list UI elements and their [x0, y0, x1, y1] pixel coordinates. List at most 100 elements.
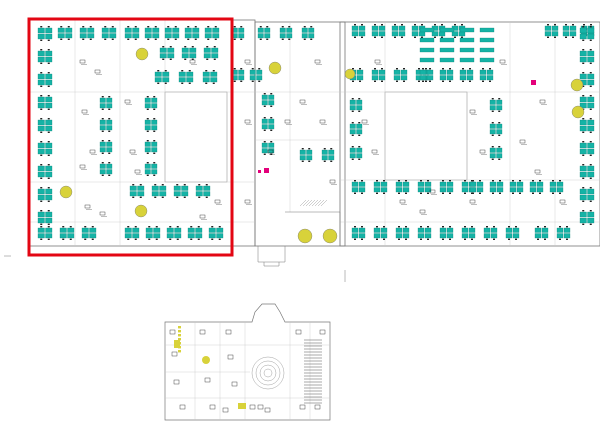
- chair: [263, 117, 266, 119]
- desk: [351, 181, 359, 187]
- chair: [47, 200, 50, 202]
- desk: [181, 191, 189, 197]
- chair: [582, 26, 585, 28]
- chair: [40, 49, 43, 51]
- desk: [106, 125, 113, 131]
- desk: [371, 75, 379, 81]
- chair: [491, 122, 494, 124]
- desk: [587, 79, 595, 86]
- desk: [563, 233, 571, 239]
- desk: [106, 119, 113, 125]
- desk: [556, 233, 564, 239]
- desk-cluster: [81, 226, 97, 240]
- desk: [395, 187, 403, 193]
- chair: [323, 160, 326, 162]
- desk: [579, 125, 587, 132]
- desk: [154, 71, 162, 77]
- chair: [205, 196, 208, 198]
- desk-cluster: [166, 226, 182, 240]
- chair: [442, 80, 444, 82]
- selected-zone[interactable]: [27, 17, 234, 257]
- stair-tread: [311, 199, 319, 207]
- furniture-symbol: [129, 149, 136, 154]
- meeting-table: [268, 61, 282, 75]
- chair: [207, 26, 210, 28]
- desk: [446, 187, 454, 193]
- chair: [127, 226, 130, 228]
- desk: [166, 227, 174, 233]
- desk-cluster: [417, 226, 432, 240]
- chair: [565, 24, 567, 26]
- desk: [496, 129, 503, 135]
- desk: [186, 77, 194, 83]
- chair: [358, 134, 361, 136]
- chair: [108, 108, 111, 110]
- chair: [240, 38, 243, 40]
- desk: [37, 188, 45, 195]
- desk: [308, 33, 315, 39]
- desk: [81, 227, 89, 233]
- chair: [565, 36, 567, 38]
- chair: [178, 334, 181, 337]
- desk: [37, 27, 45, 34]
- furniture-symbol: [399, 199, 406, 204]
- desk-cluster: [145, 226, 161, 240]
- desk: [144, 125, 151, 131]
- chair: [330, 160, 333, 162]
- desk: [391, 31, 399, 37]
- chair: [148, 226, 151, 228]
- desk: [268, 142, 275, 148]
- chair: [288, 38, 291, 40]
- chair: [62, 238, 65, 240]
- desk: [358, 181, 366, 187]
- desk-cluster: [279, 26, 293, 40]
- meeting-table: [174, 340, 180, 348]
- furniture-symbol: [299, 99, 306, 104]
- furniture-symbol: [84, 204, 91, 209]
- furniture-symbol: [244, 119, 251, 124]
- furniture-symbol: [99, 211, 106, 216]
- desk: [37, 171, 45, 178]
- desk: [349, 99, 356, 105]
- desk: [395, 233, 403, 239]
- desk-cluster: [124, 226, 140, 240]
- chair: [515, 238, 517, 240]
- desk: [400, 69, 408, 75]
- desk-cluster: [37, 141, 53, 156]
- chair: [493, 238, 495, 240]
- furniture-symbol: [559, 199, 566, 204]
- chair: [429, 80, 431, 82]
- desk-cluster: [231, 26, 245, 40]
- desk-cluster: [461, 226, 476, 240]
- desk: [356, 147, 363, 153]
- desk: [544, 31, 552, 37]
- chair: [544, 238, 546, 240]
- furniture-symbol: [284, 119, 291, 124]
- lower-furniture-symbols: [169, 326, 326, 413]
- desk: [132, 227, 140, 233]
- chair: [482, 80, 484, 82]
- desk: [286, 27, 293, 33]
- chair: [398, 180, 400, 182]
- chair: [464, 238, 466, 240]
- desk: [489, 105, 496, 111]
- chair: [67, 26, 70, 28]
- desk: [544, 25, 552, 31]
- furniture-symbol: [534, 169, 541, 174]
- chair: [134, 38, 137, 40]
- desk-cluster: [529, 180, 544, 194]
- chair: [405, 238, 407, 240]
- desk: [106, 141, 113, 147]
- chair: [582, 187, 585, 189]
- furniture-symbol: [199, 214, 206, 219]
- desk: [159, 47, 167, 53]
- chair: [176, 184, 179, 186]
- chair: [84, 238, 87, 240]
- desk: [132, 233, 140, 239]
- chair: [155, 226, 158, 228]
- desk-cluster: [505, 226, 520, 240]
- desk: [349, 147, 356, 153]
- chair: [233, 68, 236, 70]
- desk-cluster: [144, 140, 158, 154]
- chair: [218, 238, 221, 240]
